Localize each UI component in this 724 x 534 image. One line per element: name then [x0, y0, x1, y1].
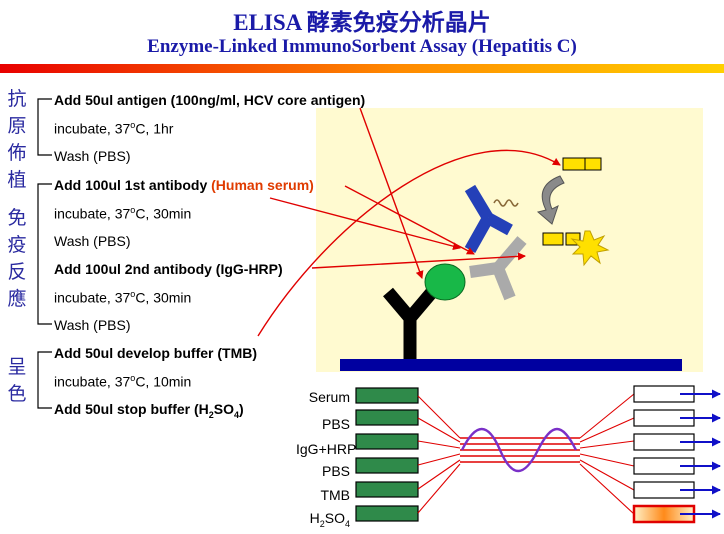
reagent-label-serum: Serum [308, 389, 350, 405]
main-channel [460, 437, 580, 463]
page-title: ELISA 酵素免疫分析晶片 [233, 10, 491, 35]
reagent-reservoirs [355, 387, 419, 522]
step-wash-3: Wash (PBS) [54, 317, 131, 333]
bracket-immune-reaction [37, 183, 52, 325]
arrow-develop-buffer [257, 149, 561, 337]
group-label-immune-reaction: 免疫反應 [7, 207, 27, 310]
step-add-2nd-antibody: Add 100ul 2nd antibody (IgG-HRP) [54, 261, 283, 277]
annotation-arrows [257, 107, 561, 337]
diagram-panel [316, 108, 703, 372]
arrow-2nd-antibody [311, 252, 526, 269]
page-subtitle: Enzyme-Linked ImmunoSorbent Assay (Hepat… [147, 36, 577, 57]
inlet-channels [417, 395, 461, 514]
step-add-antigen: Add 50ul antigen (100ng/ml, HCV core ant… [54, 92, 366, 108]
step-incubate-10min: incubate, 37oC, 10min [54, 373, 192, 390]
step-wash-2: Wash (PBS) [54, 233, 131, 249]
primary-antibody-icon [464, 184, 513, 253]
secondary-antibody-icon [469, 236, 527, 301]
capture-antibody-icon [383, 287, 437, 359]
reservoir-tmb [355, 481, 419, 498]
substrate-molecule-icon [562, 157, 602, 171]
arrow-1st-antibody-to-gray [269, 197, 461, 251]
reservoir-h2so4 [355, 505, 419, 522]
step-add-develop-buffer: Add 50ul develop buffer (TMB) [54, 345, 257, 361]
group-label-antigen-coating: 抗原佈植 [7, 88, 27, 191]
step-add-1st-antibody: Add 100ul 1st antibody (Human serum) [54, 177, 314, 193]
step-incubate-30min-2: incubate, 37oC, 30min [54, 289, 192, 306]
reservoir-pbs-2 [355, 457, 419, 474]
substrate-plate [340, 359, 682, 371]
reagent-label-pbs-1: PBS [321, 416, 350, 432]
step-incubate-1hr: incubate, 37oC, 1hr [54, 120, 174, 137]
step-incubate-30min-1: incubate, 37oC, 30min [54, 205, 192, 222]
step-add-stop-buffer: Add 50ul stop buffer (H2SO4) [54, 401, 244, 420]
antigen-icon [424, 263, 466, 301]
reservoir-igg-hrp [355, 433, 419, 450]
step-wash-1: Wash (PBS) [54, 148, 131, 164]
bracket-antigen-coating [37, 98, 52, 156]
reagent-label-igg-hrp: IgG+HRP [296, 441, 357, 457]
reservoir-serum [355, 387, 419, 404]
reservoir-pbs-1 [355, 409, 419, 426]
reaction-arrow-icon [536, 175, 565, 225]
outlet-arrows [680, 389, 721, 519]
reagent-label-tmb: TMB [320, 487, 350, 503]
outlet-chambers [632, 385, 696, 524]
title-divider [0, 64, 724, 73]
group-label-color-development: 呈色 [7, 356, 27, 405]
enzyme-chain-icon [493, 199, 519, 207]
reagent-label-pbs-2: PBS [321, 463, 350, 479]
reagent-label-h2so4: H2SO4 [309, 510, 350, 529]
bracket-color-development [37, 351, 52, 409]
outlet-channels [579, 393, 635, 515]
serpentine-mixer [460, 428, 578, 472]
signal-burst-icon [570, 230, 610, 267]
